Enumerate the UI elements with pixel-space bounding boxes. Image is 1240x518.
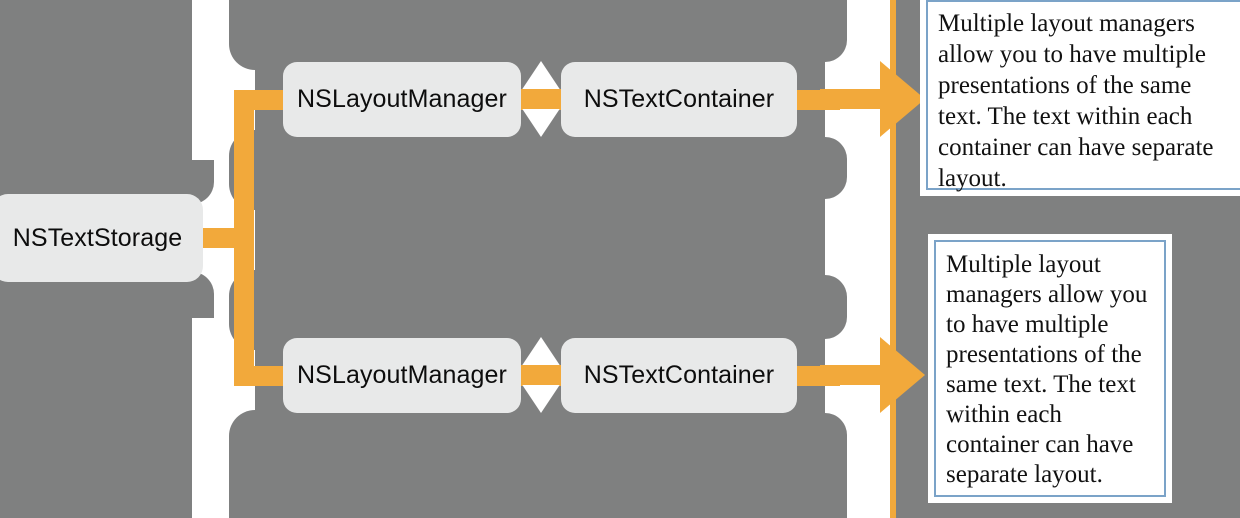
diamond-connector-icon-1 <box>521 61 561 137</box>
diamond-orange-bar <box>521 365 561 385</box>
connector-storage-stub <box>196 228 246 248</box>
node-nstextcontainer-1[interactable]: NSTextContainer <box>561 62 797 137</box>
callout-box-1: Multiple layout managers allow you to ha… <box>920 0 1240 196</box>
band-left-notch-bottom <box>229 410 255 518</box>
arrow-head <box>880 337 925 413</box>
callout-text-1: Multiple layout managers allow you to ha… <box>926 0 1240 192</box>
arrow-shaft <box>820 89 886 109</box>
arrow-right-icon-2 <box>820 337 925 413</box>
band-right-notch-c <box>825 275 847 339</box>
callout-text-2: Multiple layout managers allow you to ha… <box>934 240 1166 497</box>
node-nslayoutmanager-2[interactable]: NSLayoutManager <box>283 338 521 413</box>
band-right-notch-b <box>825 137 847 199</box>
arrow-right-icon-1 <box>820 61 925 137</box>
diamond-bottom-half <box>521 383 561 413</box>
callout-box-2: Multiple layout managers allow you to ha… <box>928 234 1172 503</box>
band-left-inner-notch-lower <box>192 272 214 318</box>
diamond-orange-bar <box>521 89 561 109</box>
node-nstextcontainer-2[interactable]: NSTextContainer <box>561 338 797 413</box>
arrow-shaft <box>820 365 886 385</box>
connector-vertical-trunk <box>234 90 254 386</box>
diamond-connector-icon-2 <box>521 337 561 413</box>
diamond-top-half <box>521 337 561 367</box>
band-left-inner-notch-upper <box>192 160 214 204</box>
band-right-notch-a <box>825 0 847 62</box>
orange-vertical-rule <box>890 0 896 518</box>
band-right-notch-d <box>825 413 847 518</box>
connector-branch-upper <box>234 90 294 110</box>
diamond-top-half <box>521 61 561 91</box>
arrow-head <box>880 61 925 137</box>
node-nslayoutmanager-1[interactable]: NSLayoutManager <box>283 62 521 137</box>
band-left-notch-top <box>229 0 255 70</box>
connector-branch-lower <box>234 366 294 386</box>
node-nstextstorage[interactable]: NSTextStorage <box>0 194 203 282</box>
diamond-bottom-half <box>521 107 561 137</box>
